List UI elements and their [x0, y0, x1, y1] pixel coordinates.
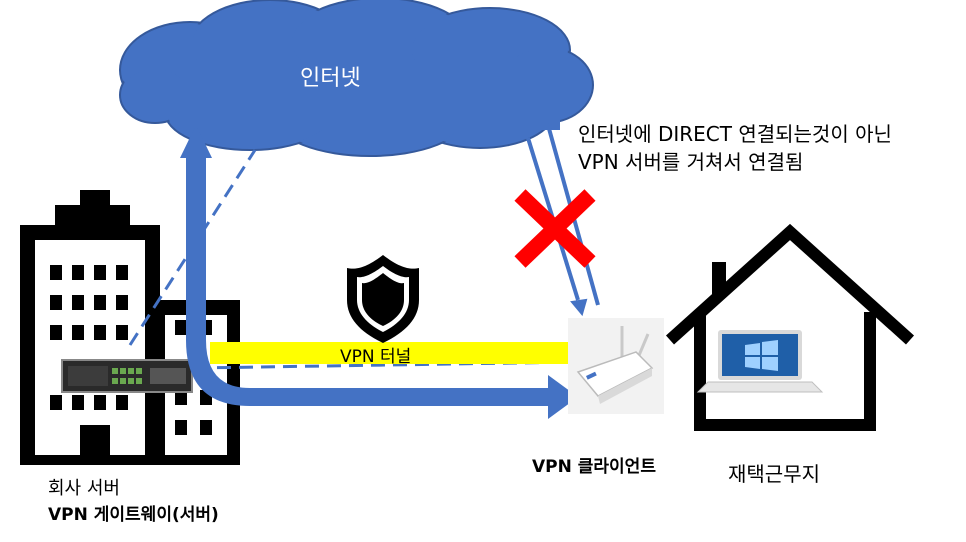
- home-office-label: 재택근무지: [728, 462, 820, 486]
- blocked-cross-icon: [514, 189, 596, 268]
- note-line-2: VPN 서버를 거쳐서 연결됨: [578, 150, 804, 174]
- vpn-tunnel-label: VPN 터널: [340, 347, 412, 367]
- vpn-gateway-label: VPN 게이트웨이(서버): [48, 505, 219, 525]
- laptop-icon: [696, 330, 824, 393]
- office-building-icon: [20, 190, 240, 465]
- cloud-fill: [122, 0, 591, 154]
- vpn-tunnel-bar: [210, 342, 568, 364]
- home-icon: [665, 223, 915, 431]
- vpn-client-label: VPN 클라이언트: [532, 457, 656, 477]
- company-server-label: 회사 서버: [48, 478, 120, 499]
- shield-icon: [347, 255, 419, 343]
- vpn-route-arrow: [180, 125, 578, 419]
- internet-label: 인터넷: [300, 66, 361, 91]
- note-line-1: 인터넷에 DIRECT 연결되는것이 아닌: [578, 122, 892, 146]
- vpn-client-router-icon: [568, 318, 664, 414]
- vpn-gateway-server-icon: [61, 359, 193, 393]
